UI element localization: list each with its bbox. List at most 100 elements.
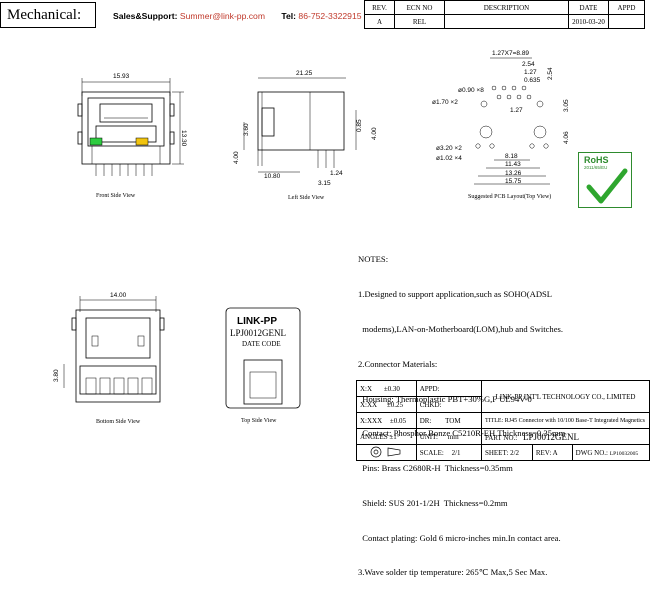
dwg-value: LP10032005 (609, 450, 639, 457)
pcb-hole090: ø0.90 ×8 (458, 87, 484, 94)
sheet-cell: SHEET: 2/2 (480, 444, 533, 461)
pcb-254b-dim: 2.54 (547, 67, 554, 80)
left-315-dim: 3.15 (318, 180, 331, 187)
left-085-dim: 0.85 (356, 119, 363, 132)
projection-symbol-icon (370, 446, 401, 457)
chkd-cell: CHKD: (415, 396, 482, 413)
pcb-254-dim: 2.54 (522, 61, 535, 68)
unit-value: mm (447, 432, 459, 441)
tel-number: 86-752-3322915 (298, 11, 362, 21)
scale-cell: SCALE: 2/1 (415, 444, 482, 461)
header-title: Mechanical: (7, 7, 82, 23)
note-line: 2.Connector Materials: (358, 358, 438, 369)
pcb-305-dim: 3.05 (563, 99, 570, 112)
front-height-dim: 13.30 (180, 130, 187, 147)
dr-value: TOM (445, 416, 461, 425)
notes-heading: NOTES: (358, 254, 389, 264)
pcb-127-dim: 1.27 (524, 69, 537, 76)
sales-label: Sales&Support: (113, 11, 178, 21)
title-value: RJ45 Connector with 10/100 Base-T Integr… (504, 417, 645, 424)
pcb-1143-dim: 11.43 (505, 161, 521, 168)
pcb-pitch-dim: 1.27X7=8.89 (492, 50, 529, 57)
pcb-view-caption: Suggested PCB Layout(Top View) (468, 194, 552, 200)
unit-label: UNIT: (419, 432, 439, 441)
scale-value: 2/1 (451, 448, 461, 457)
rev-cell: REV: A (531, 444, 573, 461)
pcb-hole170: ø1.70 ×2 (432, 99, 458, 106)
bottom-width-dim: 14.00 (110, 292, 127, 299)
tol-xx-value: ±0.25 (386, 400, 403, 409)
left-1080-dim: 10.80 (264, 173, 281, 180)
note-line: Shield: SUS 201-1/2H Thickness=0.2mm (358, 497, 508, 508)
part-label: PART NO.: (484, 433, 518, 442)
rev-value: A (552, 448, 558, 457)
pcb-layout-drawing: 1.27X7=8.89 2.54 1.27 0.635 2.54 ø0.90 ×… (432, 50, 570, 185)
left-width-dim: 21.25 (296, 70, 313, 77)
tol-x-label: X:X (360, 384, 373, 393)
left-view-caption: Left Side View (288, 195, 325, 201)
part-value: LPJ0012GENL (522, 431, 579, 442)
note-line: Pins: Brass C2680R-H Thickness=0.35mm (358, 463, 513, 474)
tol-xxx-cell: X:XXX ±0.05 (356, 412, 417, 429)
rohs-badge: RoHS 2011/65/EU (578, 152, 632, 208)
top-label-part: LPJ0012GENL (230, 328, 286, 338)
note-line: modems),LAN-on-Motherboard(LOM),hub and … (358, 323, 564, 334)
projection-cell (356, 444, 417, 461)
title-block: X:X ±0.30 APPD: LINK-PP INT'L TECHNOLOGY… (356, 380, 650, 461)
appd-cell: APPD: (415, 380, 482, 397)
pcb-818-dim: 8.18 (505, 153, 518, 160)
pcb-127b-dim: 1.27 (510, 107, 523, 114)
scale-label: SCALE: (419, 448, 444, 457)
title-label: TITLE: (484, 417, 504, 424)
tol-x-cell: X:X ±0.30 (356, 380, 417, 397)
dr-cell: DR: TOM (415, 412, 482, 429)
appd-value (608, 14, 645, 29)
pcb-406-dim: 4.06 (563, 131, 570, 144)
left-400b-dim: 4.00 (371, 127, 378, 140)
top-view-drawing (225, 307, 301, 409)
header-title-box: Mechanical: (0, 2, 96, 28)
company-cell: LINK-PP INT'L TECHNOLOGY CO., LIMITED (480, 380, 650, 413)
pcb-1575-dim: 15.75 (505, 178, 522, 185)
bottom-view-drawing: 14.00 3.80 (53, 292, 165, 403)
title-cell: TITLE: RJ45 Connector with 10/100 Base-T… (480, 412, 650, 429)
left-124-dim: 1.24 (330, 170, 343, 177)
front-width-dim: 15.93 (113, 73, 130, 80)
rohs-sub: 2011/65/EU (584, 165, 608, 170)
left-400-dim: 4.00 (233, 151, 240, 164)
tol-xx-label: X:XX (360, 400, 378, 409)
top-label-brand: LINK-PP (237, 316, 277, 327)
dr-label: DR: (419, 416, 432, 425)
bottom-380-dim: 3.80 (53, 369, 60, 382)
revision-table: REV. ECN NO DESCRIPTION DATE APPD A REL … (364, 0, 645, 29)
top-view-caption: Top Side View (241, 418, 277, 424)
rev-label: REV: (535, 448, 552, 457)
contact-line: Sales&Support: Summer@link-pp.com Tel: 8… (113, 11, 362, 21)
dwg-cell: DWG NO.: LP10032005 (571, 444, 650, 461)
pcb-1326-dim: 13.26 (505, 170, 522, 177)
note-line: 1.Designed to support application,such a… (358, 289, 553, 300)
tol-xxx-value: ±0.05 (389, 416, 407, 425)
angles-cell: ANGLES ±1° (356, 428, 417, 445)
tel-label: Tel: (281, 11, 297, 21)
tol-xxx-label: X:XXX (360, 416, 383, 425)
unit-cell: UNIT: mm (415, 428, 482, 445)
front-view-drawing: 15.93 13.30 (77, 73, 187, 176)
bottom-view-caption: Bottom Side View (96, 419, 141, 425)
note-line: 3.Wave solder tip temperature: 265℃ Max,… (358, 567, 548, 578)
sales-email[interactable]: Summer@link-pp.com (179, 11, 265, 21)
pcb-hole320: ø3.20 ×2 (436, 145, 462, 152)
left-360-dim: 3.60 (243, 123, 250, 136)
left-view-drawing: 21.25 3.60 4.00 10.80 1.24 3.15 0.85 4.0… (233, 70, 378, 187)
pcb-hole102: ø1.02 ×4 (436, 155, 462, 162)
top-label-date: DATE CODE (242, 340, 281, 348)
pcb-0635-dim: 0.635 (524, 77, 541, 84)
note-line: Contact plating: Gold 6 micro-inches min… (358, 532, 561, 543)
rohs-title: RoHS (584, 155, 609, 165)
tol-x-value: ±0.30 (383, 384, 400, 393)
front-view-caption: Front Side View (96, 193, 136, 199)
tol-xx-cell: X:XX ±0.25 (356, 396, 417, 413)
part-cell: PART NO.: LPJ0012GENL (480, 428, 650, 445)
checkmark-icon (586, 168, 628, 204)
dwg-label: DWG NO.: (575, 448, 608, 457)
